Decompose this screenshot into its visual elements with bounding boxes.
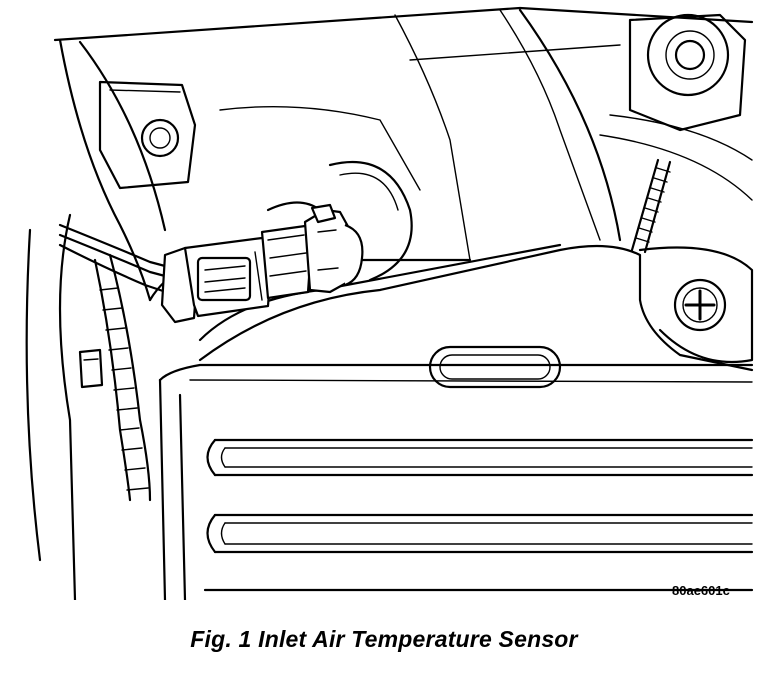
figure-caption: Fig. 1 Inlet Air Temperature Sensor [190, 626, 578, 652]
figure-reference-code: 80ae601c [672, 583, 730, 598]
temperature-sensor [260, 203, 364, 300]
sensor-connector [160, 236, 274, 324]
inlet-air-temperature-sensor-illustration [25, 6, 754, 600]
mounting-bracket [98, 80, 197, 190]
engine-housing [25, 6, 754, 600]
upper-bolt [628, 13, 747, 132]
threaded-rod [630, 158, 672, 254]
side-screw [638, 246, 754, 364]
wire-harness [58, 223, 182, 502]
air-box-ribs [203, 438, 754, 592]
